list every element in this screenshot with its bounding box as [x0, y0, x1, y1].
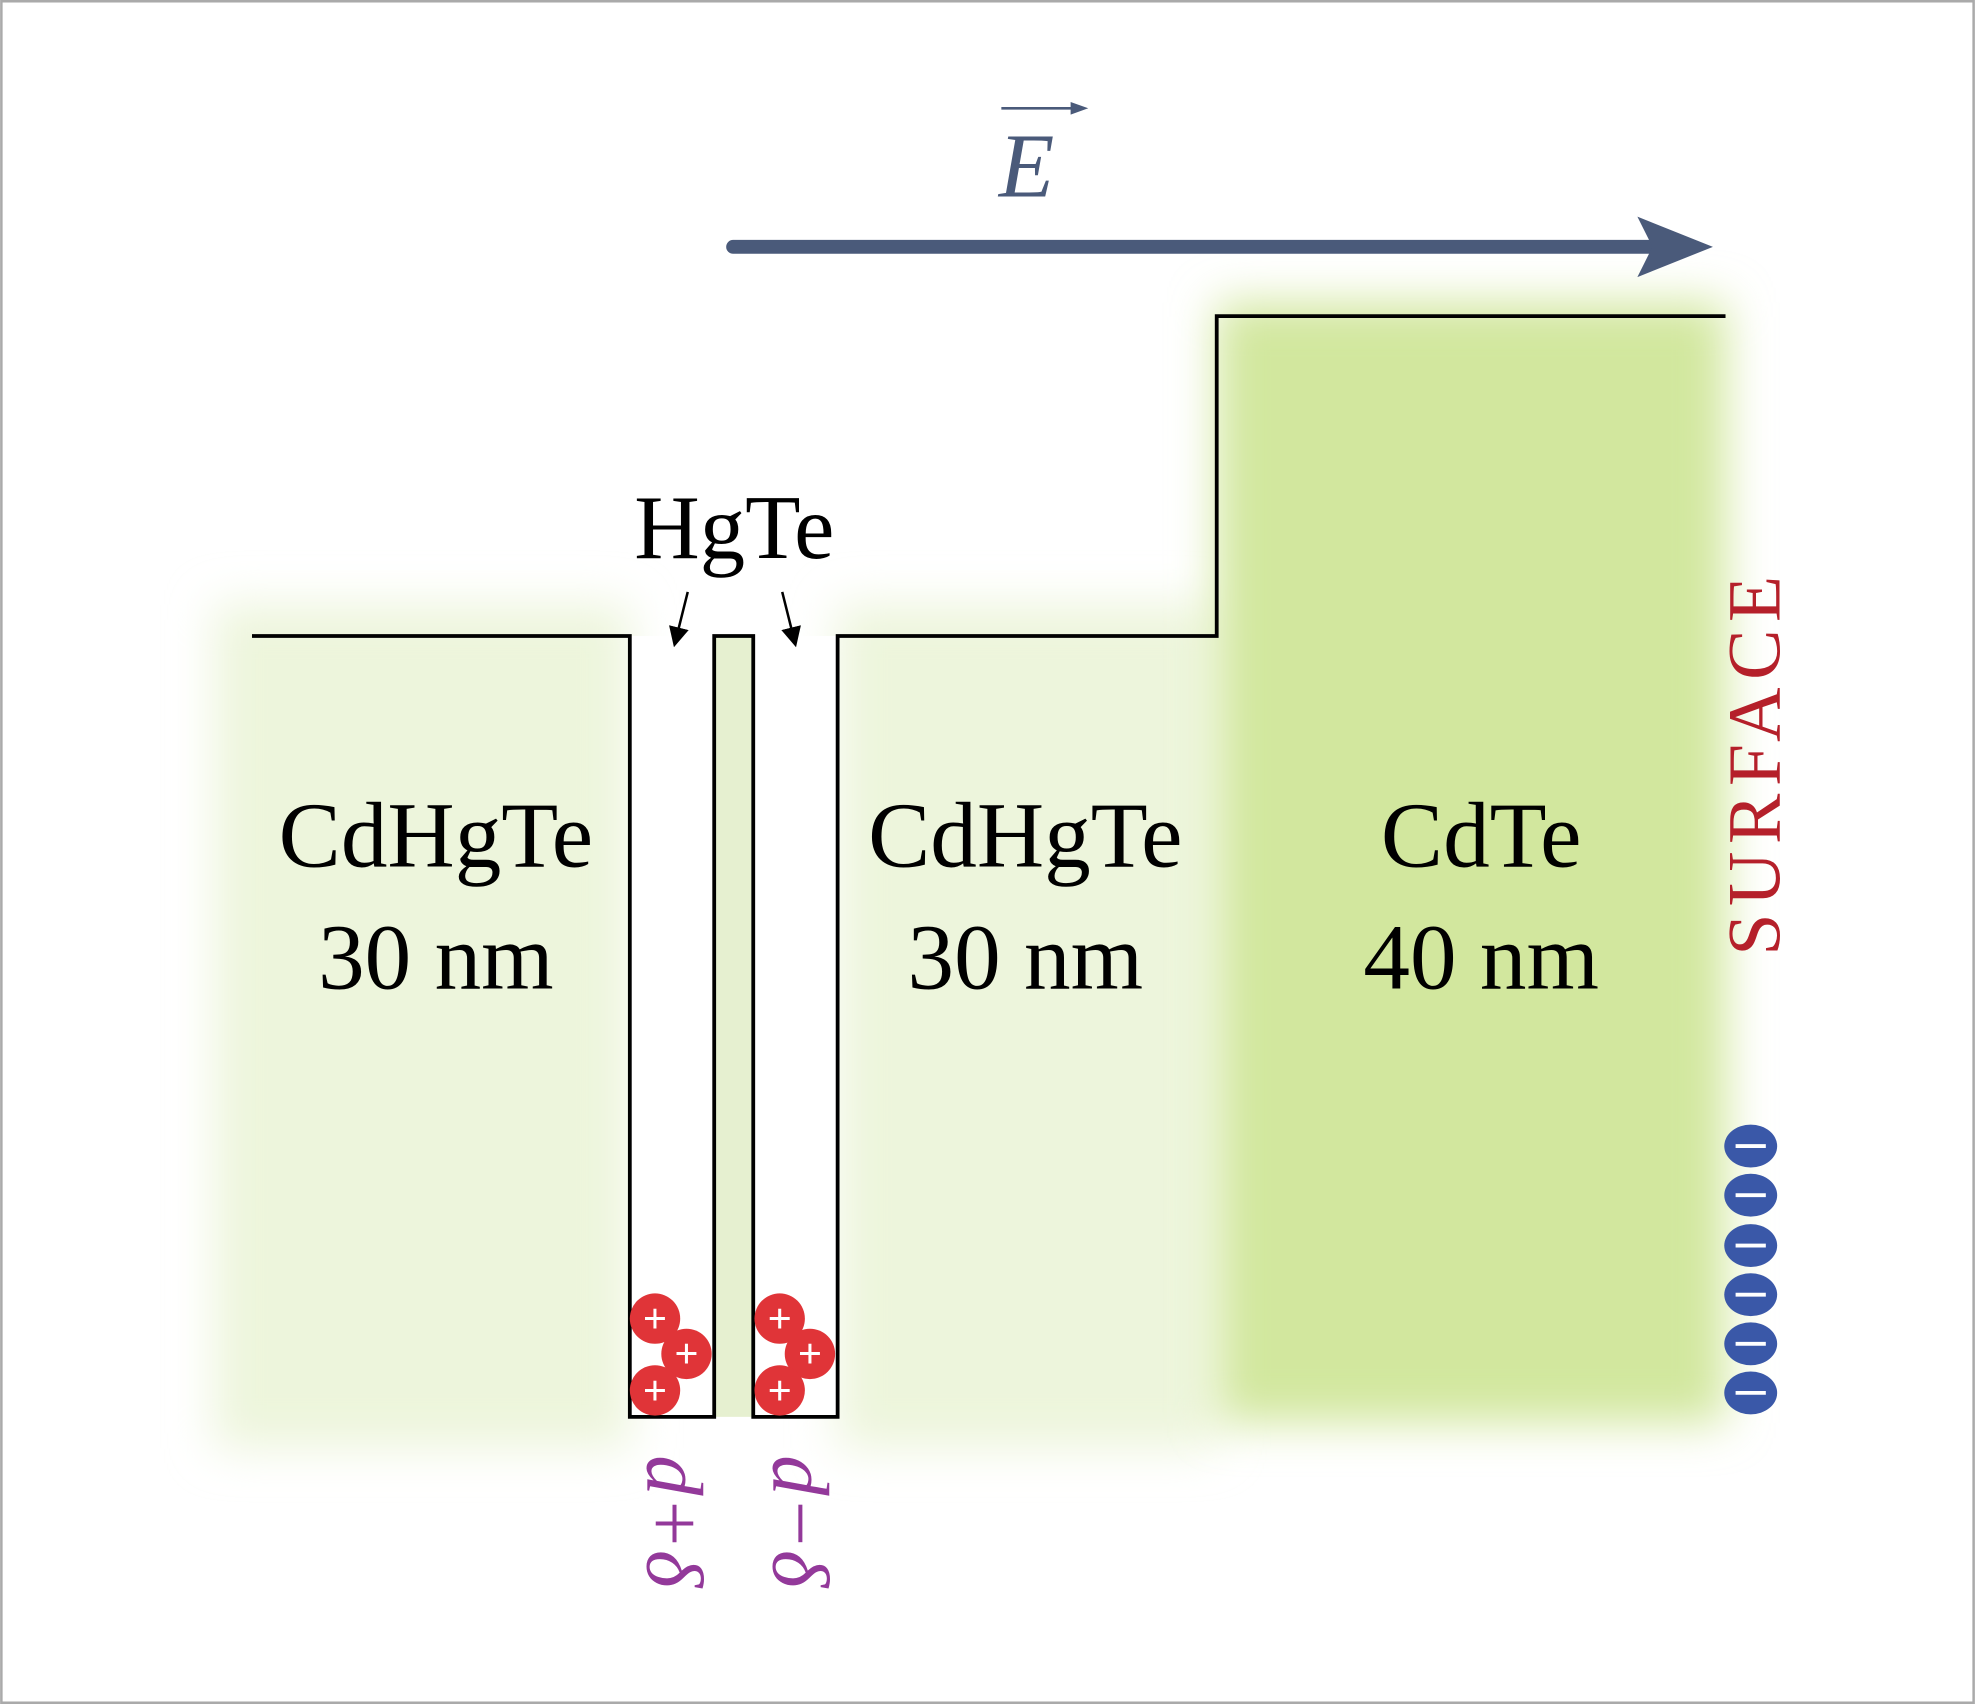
- band-edge-profile: [251, 314, 1726, 1419]
- hole-sign: +: [767, 1295, 791, 1342]
- cdhgte-mid-fill: [837, 604, 1217, 1449]
- well2-width-label: d−δ: [755, 1455, 844, 1589]
- well1-width-label: d+δ: [629, 1455, 718, 1589]
- hgte-label: HgTe: [634, 477, 834, 578]
- surface-label: SURFACE: [1714, 568, 1797, 955]
- field-label: E: [997, 115, 1054, 216]
- hgte-arrow-right: [780, 591, 801, 648]
- well1-fill: [629, 636, 715, 1417]
- hole-sign: +: [643, 1367, 667, 1414]
- field-arrowhead: [1637, 216, 1713, 278]
- cdhgte-left-fill: [214, 604, 630, 1449]
- hole-sign: +: [643, 1295, 667, 1342]
- hole: [629, 1365, 681, 1416]
- hgte-arrow-left: [669, 591, 689, 648]
- layer-mid-thickness: 30 nm: [908, 907, 1144, 1010]
- well2-fill: [753, 636, 838, 1417]
- surface-electrons: [1724, 1124, 1778, 1415]
- hole: [754, 1293, 805, 1344]
- hole-sign: +: [767, 1367, 791, 1414]
- hole: [661, 1328, 712, 1380]
- layer-cap-thickness: 40 nm: [1363, 907, 1599, 1010]
- hole-sign: +: [798, 1331, 822, 1378]
- layer-left-thickness: 30 nm: [318, 907, 554, 1010]
- holes-well2: + + +: [754, 1293, 836, 1416]
- layer-left-material: CdHgTe: [279, 784, 593, 887]
- barrier-fill: [714, 636, 754, 1417]
- layer-cap-material: CdTe: [1381, 784, 1582, 887]
- holes-well1: + + +: [629, 1293, 712, 1416]
- hole: [754, 1365, 805, 1416]
- cdte-fill: [1216, 302, 1726, 1424]
- hole: [629, 1293, 681, 1344]
- hole-sign: +: [674, 1331, 698, 1378]
- hole: [784, 1328, 836, 1380]
- layer-mid-material: CdHgTe: [868, 784, 1182, 887]
- vector-arrowhead: [1070, 102, 1089, 115]
